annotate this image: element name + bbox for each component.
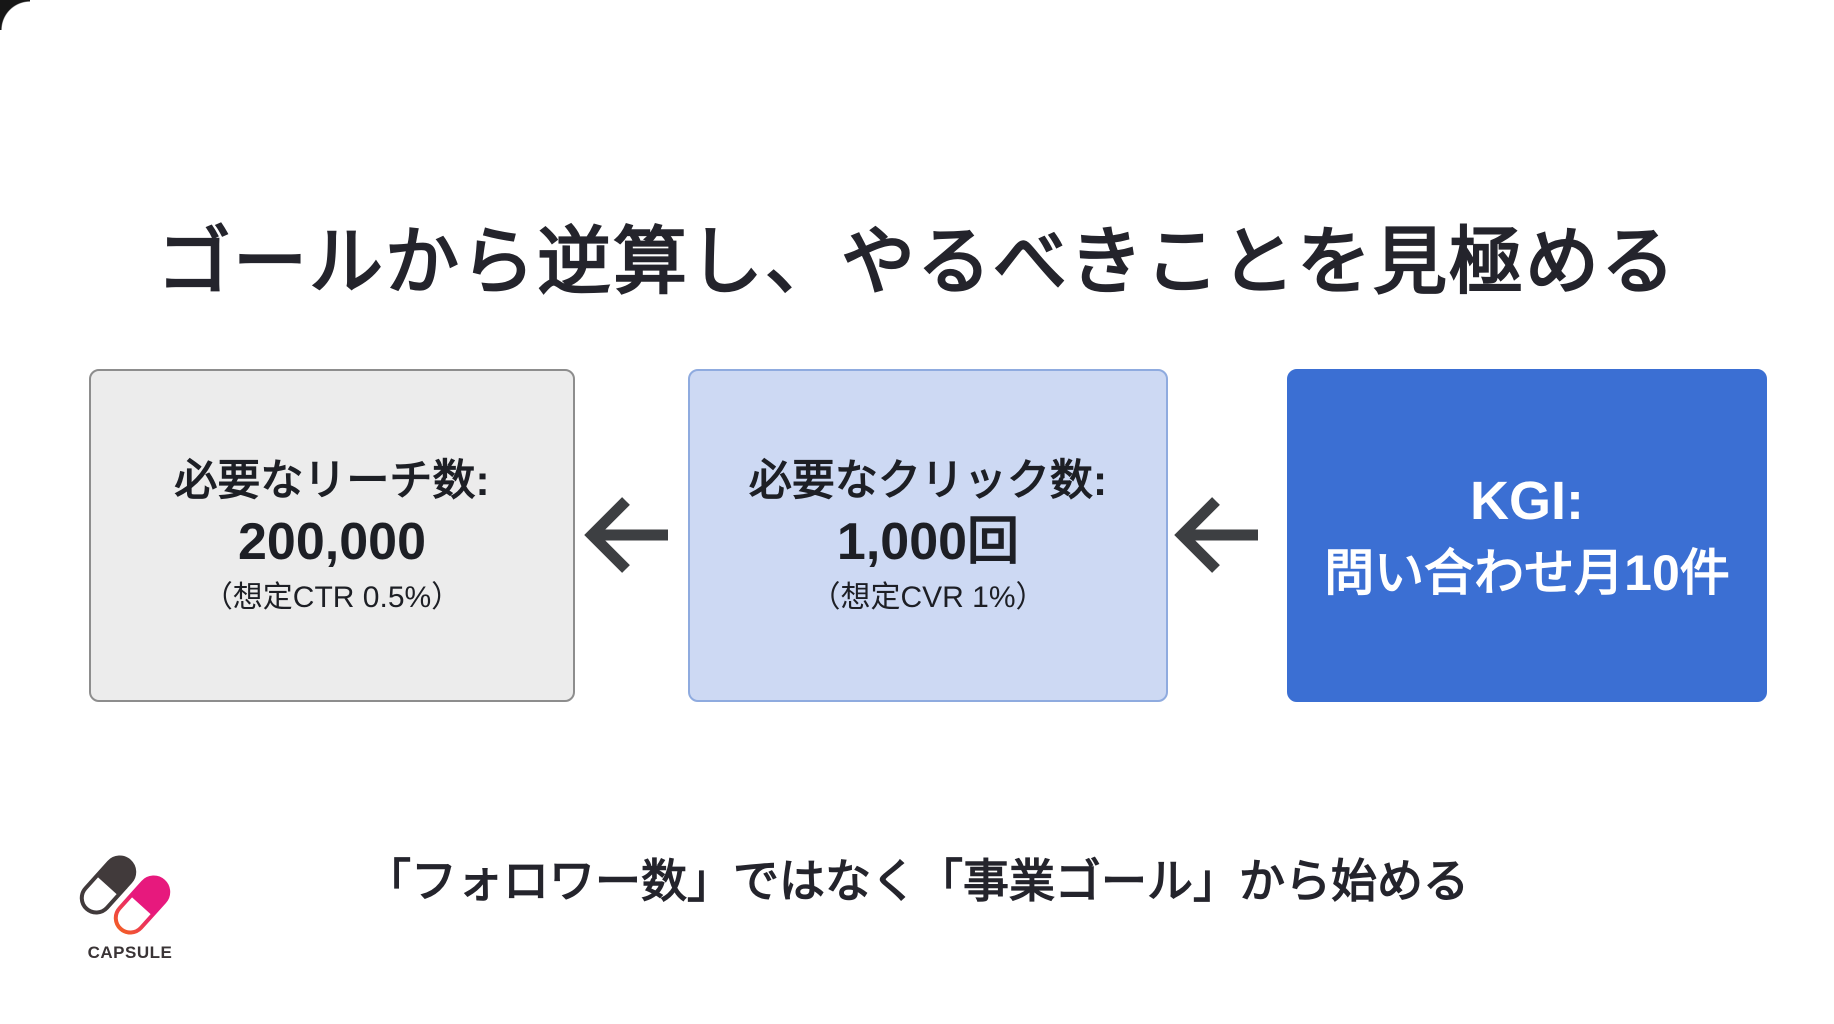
left-arrow-icon [584, 497, 668, 573]
slide-title: ゴールから逆算し、やるべきことを見極める [157, 219, 1677, 303]
capsule-logo-text: CAPSULE [87, 943, 173, 962]
clicks-box-value: 1,000回 [836, 513, 1020, 572]
screen-corner-artifact [0, 0, 30, 30]
capsule-logo: CAPSULE [74, 852, 186, 963]
dark-capsule [79, 855, 137, 915]
left-arrow-icon [1174, 497, 1258, 573]
flow-box-required-clicks: 必要なクリック数: 1,000回 （想定CVR 1%） [688, 369, 1168, 702]
flow-box-kgi: KGI: 問い合わせ月10件 [1287, 369, 1767, 702]
reach-box-assumption: （想定CTR 0.5%） [202, 581, 462, 615]
reach-box-label: 必要なリーチ数: [174, 456, 490, 505]
kgi-box-label: KGI: [1470, 470, 1584, 531]
slide-footnote: 「フォロワー数」ではなく「事業ゴール」から始める [365, 855, 1469, 907]
clicks-box-assumption: （想定CVR 1%） [810, 581, 1046, 615]
clicks-box-label: 必要なクリック数: [748, 456, 1108, 505]
kgi-box-value: 問い合わせ月10件 [1324, 545, 1730, 602]
flow-box-required-reach: 必要なリーチ数: 200,000 （想定CTR 0.5%） [89, 369, 575, 702]
capsule-pills-icon [79, 855, 171, 935]
reach-box-value: 200,000 [238, 513, 426, 572]
pink-capsule [113, 875, 171, 935]
